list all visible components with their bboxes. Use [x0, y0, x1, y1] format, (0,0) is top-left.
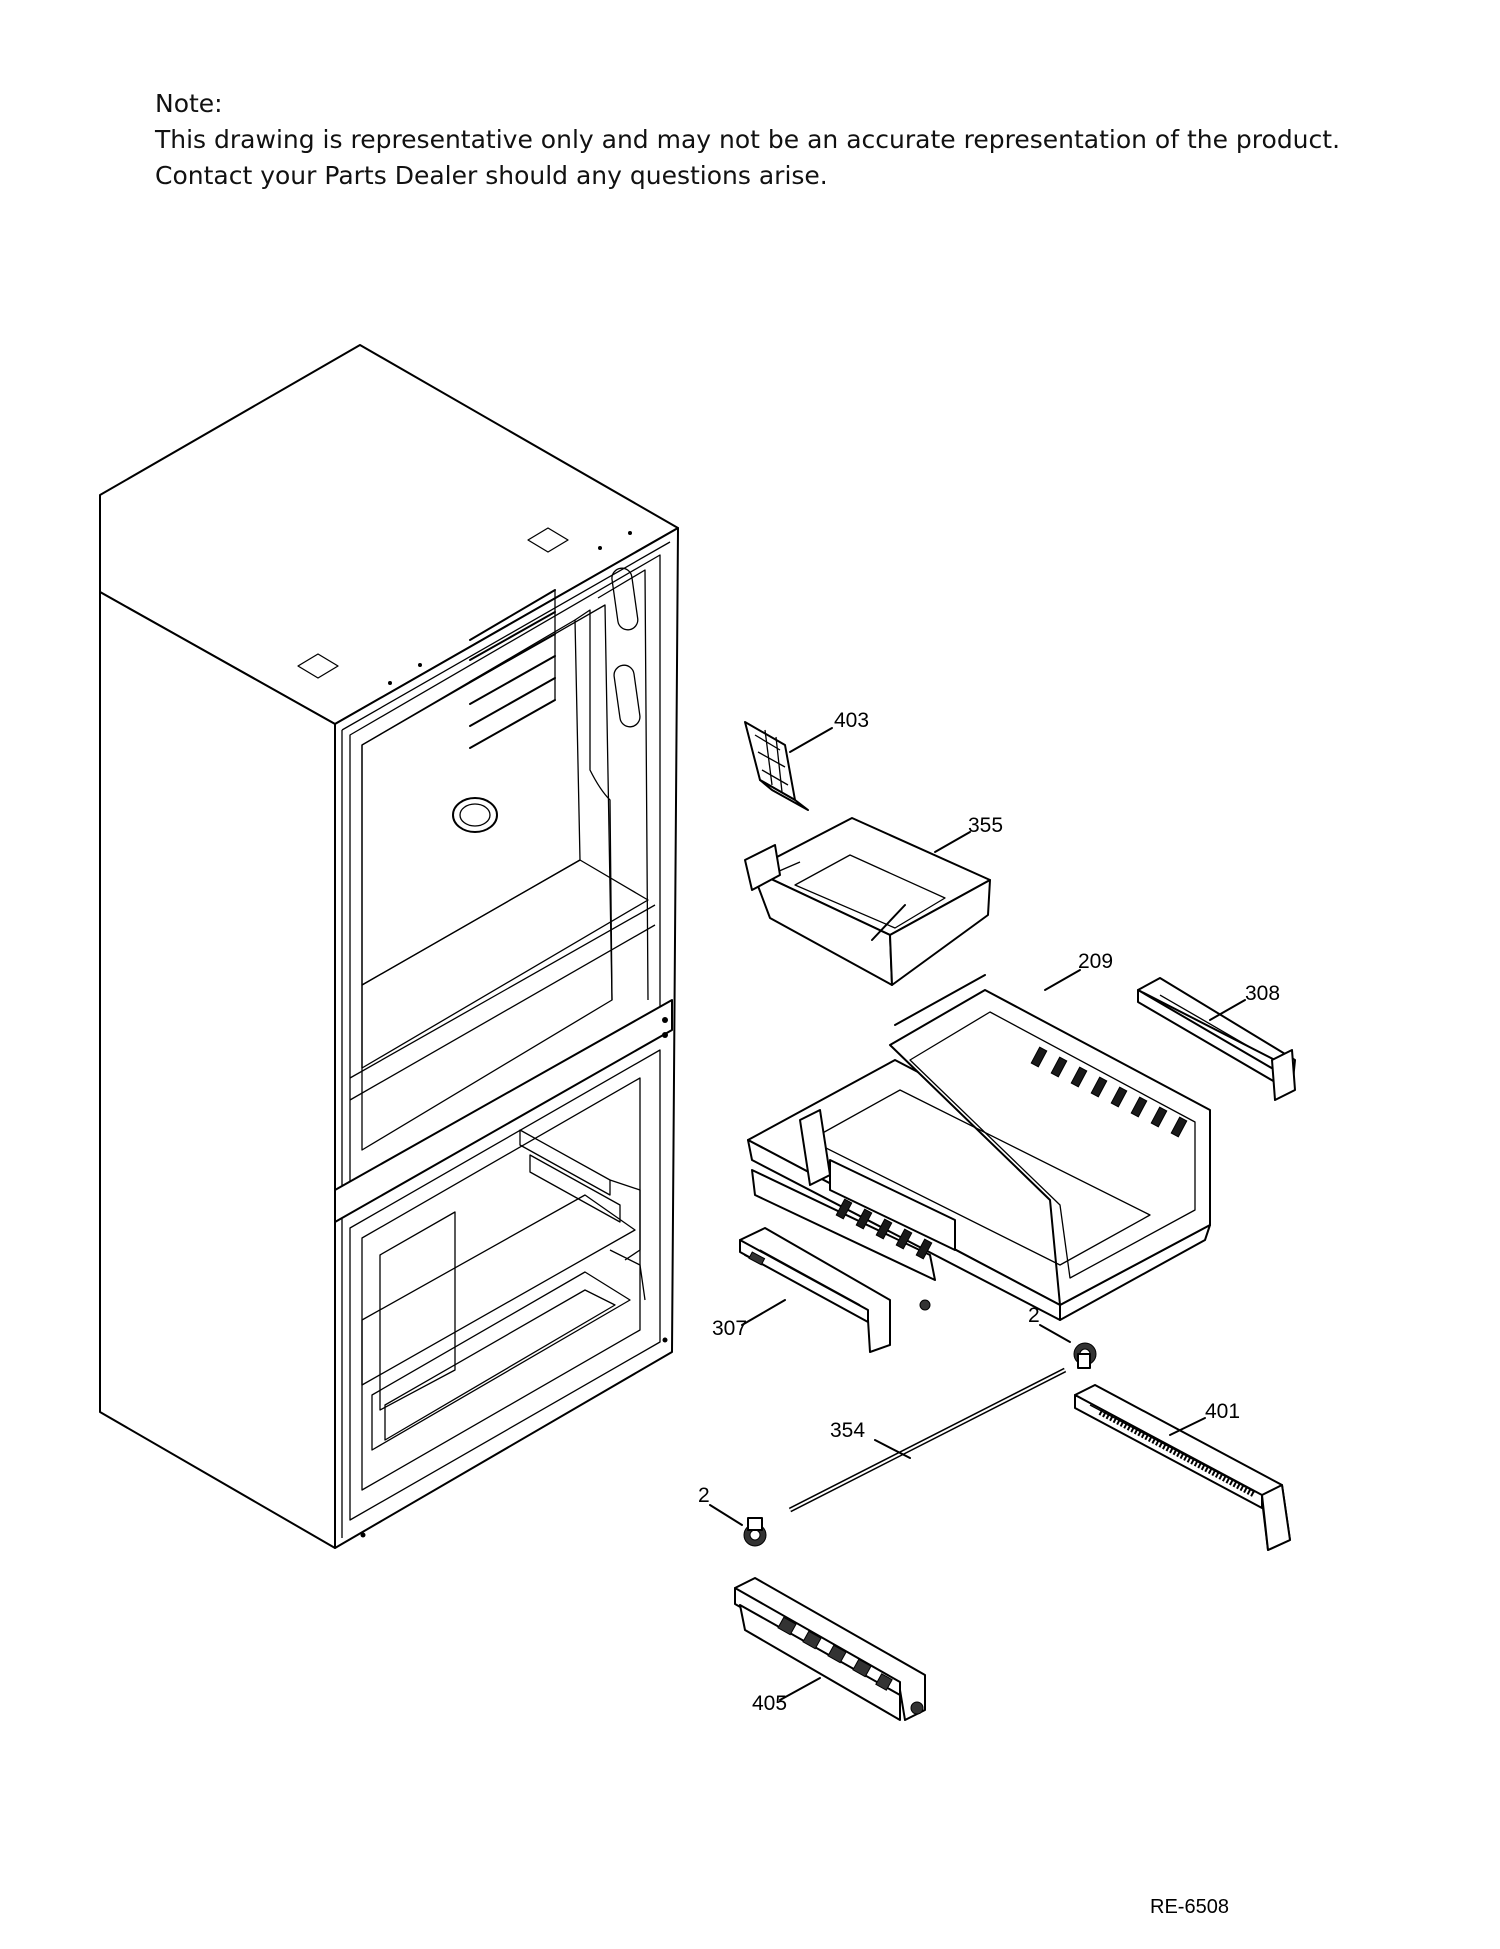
part-405-rack: 405 — [734, 1577, 926, 1721]
part-2-lower-gear: 2 — [698, 1484, 767, 1547]
part-label-2-lower: 2 — [698, 1484, 710, 1507]
drawer-vent-slots — [835, 1046, 1188, 1260]
disclaimer-note: Note: This drawing is representative onl… — [155, 86, 1355, 194]
part-401-rack: 401 — [1074, 1384, 1291, 1551]
note-heading: Note: — [155, 89, 223, 118]
rack-teeth — [1098, 1409, 1257, 1498]
part-label-355: 355 — [968, 814, 1003, 837]
part-308-rail: 308 — [1137, 977, 1296, 1101]
part-307-rail: 307 — [712, 1227, 891, 1353]
part-355-ice-bin: 355 — [744, 814, 1003, 986]
part-label-405: 405 — [752, 1692, 787, 1715]
part-label-209: 209 — [1078, 950, 1113, 973]
part-354-shaft: 354 — [788, 1367, 1067, 1513]
part-label-307: 307 — [712, 1317, 747, 1340]
refrigerator-cabinet — [99, 344, 679, 1549]
part-label-354: 354 — [830, 1419, 865, 1442]
part-label-2-upper: 2 — [1028, 1304, 1040, 1327]
part-2-upper-gear: 2 — [1028, 1304, 1097, 1369]
part-label-308: 308 — [1245, 982, 1280, 1005]
note-line-2: Contact your Parts Dealer should any que… — [155, 161, 828, 190]
part-label-401: 401 — [1205, 1400, 1240, 1423]
part-403-bracket: 403 — [744, 709, 869, 811]
part-label-403: 403 — [834, 709, 869, 732]
part-209-drawer: 209 — [747, 950, 1211, 1321]
diagram-code: RE-6508 — [1150, 1896, 1229, 1918]
vent-louvers — [469, 589, 556, 749]
note-line-1: This drawing is representative only and … — [155, 125, 1341, 154]
rack-cutouts — [777, 1616, 893, 1691]
